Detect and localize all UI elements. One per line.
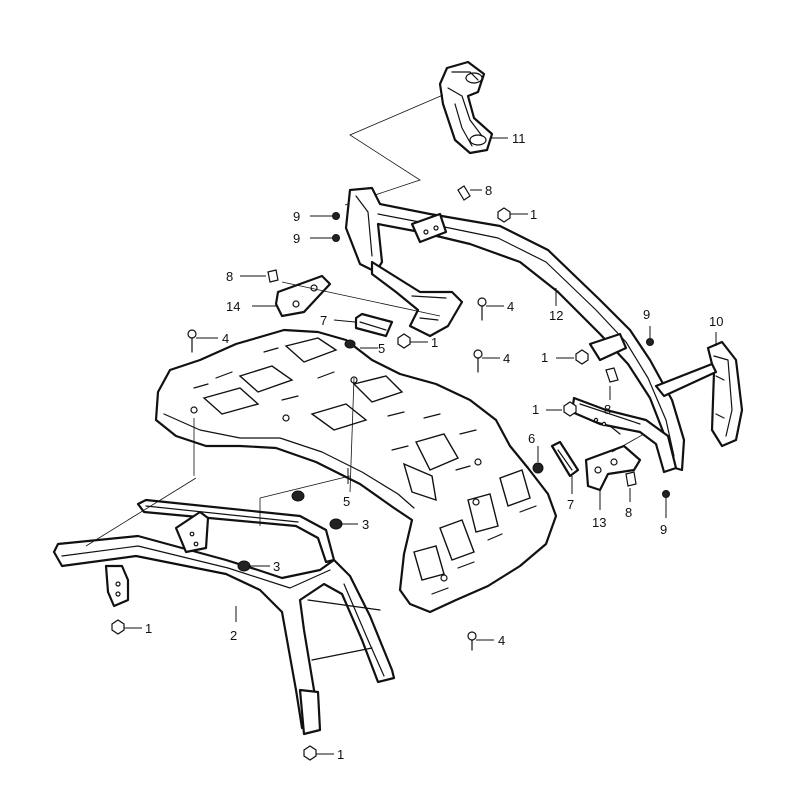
part-2-lower-frame	[52, 498, 396, 736]
callout-5-lower: 5	[343, 494, 350, 509]
callout-2: 2	[230, 628, 237, 643]
part-5-cargo-deck	[154, 328, 558, 614]
callout-14: 14	[226, 299, 240, 314]
callout-1-left: 1	[145, 621, 152, 636]
callout-4-bottom: 4	[498, 633, 505, 648]
nut-1-b	[397, 333, 411, 349]
callout-8-right: 8	[604, 402, 611, 417]
callout-labels: 11 8 9 9 1 8 14 4 7 1 12 4 5 9 10 1 4 8 …	[145, 131, 723, 762]
bolt-9-a	[332, 212, 340, 220]
callout-9-top-b: 9	[293, 231, 300, 246]
nut-1-a	[497, 207, 511, 223]
callout-4-mid: 4	[503, 351, 510, 366]
nut-1-d	[563, 401, 577, 417]
part-10-end-cap	[654, 340, 744, 448]
spacer-5	[344, 339, 356, 349]
callout-1-bottom: 1	[337, 747, 344, 762]
callout-6: 6	[528, 431, 535, 446]
nut-1-f	[303, 745, 317, 761]
bolt-9-b	[332, 234, 340, 242]
callout-9-right-top: 9	[643, 307, 650, 322]
part-12-rear-rail	[344, 186, 686, 474]
callout-8-left: 8	[226, 269, 233, 284]
nut-1-e	[111, 619, 125, 635]
callout-9-top-a: 9	[293, 209, 300, 224]
part-7-pad-lower	[550, 440, 580, 478]
callout-5-upper: 5	[378, 341, 385, 356]
spacer-6	[532, 462, 544, 474]
bolt-9-d	[662, 490, 670, 498]
part-11-upper-bracket	[438, 60, 494, 155]
callout-4-left: 4	[222, 331, 229, 346]
part-7-pad-upper	[354, 312, 394, 338]
callout-13: 13	[592, 515, 606, 530]
grommet-3-c	[291, 490, 305, 502]
callout-1-mid: 1	[431, 335, 438, 350]
callout-12: 12	[549, 308, 563, 323]
callout-1-right: 1	[541, 350, 548, 365]
screw-4-d	[467, 631, 477, 651]
callout-7-upper: 7	[320, 313, 327, 328]
callout-11: 11	[512, 131, 526, 146]
callout-3-upper: 3	[362, 517, 369, 532]
callout-3-lower: 3	[273, 559, 280, 574]
bolt-8-a	[457, 185, 471, 201]
callout-7-lower: 7	[567, 497, 574, 512]
callout-8-lower: 8	[625, 505, 632, 520]
screw-4-b	[477, 297, 487, 321]
screw-4-c	[473, 349, 483, 373]
part-13-side-plate	[584, 444, 642, 492]
hardware-fasteners	[111, 185, 670, 761]
callout-1-right-low: 1	[532, 402, 539, 417]
screw-4-a	[187, 329, 197, 353]
bolt-8-c	[605, 367, 619, 383]
callout-4-upper: 4	[507, 299, 514, 314]
nut-1-c	[575, 349, 589, 365]
callout-8-top: 8	[485, 183, 492, 198]
callout-1-top: 1	[530, 207, 537, 222]
bolt-8-d	[625, 471, 637, 487]
callout-9-lower: 9	[660, 522, 667, 537]
callout-10: 10	[709, 314, 723, 329]
leader-lines	[124, 189, 717, 755]
bolt-9-c	[646, 338, 654, 346]
part-14-plate	[274, 274, 332, 318]
bolt-8-b	[267, 269, 279, 283]
